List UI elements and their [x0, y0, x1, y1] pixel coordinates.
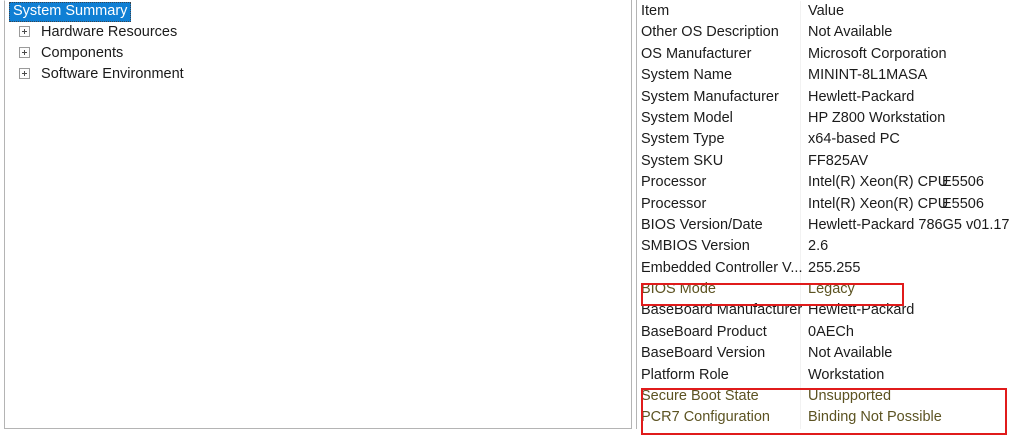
table-row[interactable]: BIOS Mode Legacy — [637, 279, 1010, 301]
column-separator — [800, 300, 801, 322]
row-value-label: Legacy — [808, 281, 855, 298]
table-row[interactable]: System Name MININT-8L1MASA — [637, 65, 1010, 87]
row-value-label: Hewlett-Packard — [808, 88, 915, 105]
column-separator — [800, 364, 801, 387]
splitter-line-left — [631, 0, 632, 429]
column-separator — [800, 107, 801, 130]
table-row[interactable]: BaseBoard Product 0AECh — [637, 321, 1010, 344]
row-value-label: Hewlett-Packard — [808, 302, 915, 319]
row-value-label: 0AECh — [808, 323, 854, 340]
column-separator — [800, 321, 801, 344]
tree-item-hardware-resources-label: Hardware Resources — [41, 24, 178, 40]
table-row[interactable]: Other OS Description Not Available — [637, 22, 1010, 44]
row-value-label: Microsoft Corporation — [808, 45, 947, 62]
tree-item-components-label: Components — [41, 45, 124, 61]
column-separator — [800, 129, 801, 151]
row-item-label: Platform Role — [641, 366, 729, 383]
list-header-row: Item Value — [637, 1, 1010, 23]
column-header-item[interactable]: Item — [641, 3, 670, 19]
row-item-label: BaseBoard Product — [641, 323, 767, 340]
panel-splitter[interactable] — [631, 0, 638, 429]
row-value-label: Intel(R) Xeon(R) CPU — [808, 174, 949, 191]
table-row[interactable]: SMBIOS Version 2.6 — [637, 236, 1010, 258]
row-item-label: OS Manufacturer — [641, 45, 752, 62]
row-item-label: System SKU — [641, 152, 724, 169]
column-separator — [800, 407, 801, 429]
row-value-label: Unsupported — [808, 388, 892, 405]
table-row[interactable]: BaseBoard Version Not Available — [637, 343, 1010, 365]
row-value-extra-label: E5506 — [942, 195, 984, 212]
row-value-label: HP Z800 Workstation — [808, 109, 946, 126]
row-item-label: Processor — [641, 174, 707, 191]
row-item-label: System Model — [641, 109, 733, 126]
row-item-label: Processor — [641, 195, 707, 212]
table-row[interactable]: OS Manufacturer Microsoft Corporation — [637, 43, 1010, 66]
column-separator — [800, 43, 801, 66]
tree-item-software-environment-label: Software Environment — [41, 66, 184, 82]
row-item-label: BaseBoard Version — [641, 345, 766, 362]
table-row[interactable]: PCR7 Configuration Binding Not Possible — [637, 407, 1010, 429]
column-separator — [800, 65, 801, 87]
column-separator — [800, 22, 801, 44]
table-row[interactable]: BIOS Version/Date Hewlett-Packard 786G5 v… — [637, 214, 1010, 237]
tree-item-system-summary-label: System Summary — [9, 2, 132, 22]
row-value-label: Not Available — [808, 24, 893, 41]
column-separator — [800, 172, 801, 194]
row-item-label: Other OS Description — [641, 24, 779, 41]
table-row[interactable]: Secure Boot State Unsupported — [637, 386, 1010, 408]
plus-box-icon[interactable] — [19, 47, 30, 58]
row-item-label: Secure Boot State — [641, 388, 759, 405]
tree-item-hardware-resources[interactable]: Hardware Resources — [5, 22, 631, 43]
table-row[interactable]: System Model HP Z800 Workstation — [637, 107, 1010, 130]
row-value-label: Hewlett-Packard 786G5 v01.17, 8/ — [808, 216, 1010, 233]
row-item-label: System Name — [641, 67, 733, 84]
navigation-tree-panel[interactable]: System Summary Hardware Resources Compon… — [4, 0, 631, 429]
row-item-label: System Type — [641, 131, 725, 148]
tree-item-components[interactable]: Components — [5, 43, 631, 64]
tree-item-system-summary[interactable]: System Summary — [5, 1, 631, 22]
column-separator — [800, 279, 801, 301]
row-item-label: PCR7 Configuration — [641, 409, 770, 426]
row-value-extra-label: E5506 — [942, 174, 984, 191]
table-row[interactable]: Platform Role Workstation — [637, 364, 1010, 387]
column-separator — [800, 193, 801, 215]
column-header-value[interactable]: Value — [808, 3, 845, 19]
table-row[interactable]: System Type x64-based PC — [637, 129, 1010, 151]
row-item-label: SMBIOS Version — [641, 238, 750, 255]
table-row[interactable]: BaseBoard Manufacturer Hewlett-Packard — [637, 300, 1010, 322]
row-value-label: 2.6 — [808, 238, 829, 255]
row-value-label: FF825AV — [808, 152, 869, 169]
plus-box-icon[interactable] — [19, 68, 30, 79]
column-separator — [800, 86, 801, 108]
row-value-label: x64-based PC — [808, 131, 900, 148]
tree-item-software-environment[interactable]: Software Environment — [5, 64, 631, 85]
column-separator — [800, 150, 801, 173]
column-separator — [800, 236, 801, 258]
row-value-label: 255.255 — [808, 259, 861, 276]
table-row[interactable]: System Manufacturer Hewlett-Packard — [637, 86, 1010, 108]
plus-box-icon[interactable] — [19, 26, 30, 37]
row-value-label: Not Available — [808, 345, 893, 362]
column-separator — [800, 386, 801, 408]
column-separator — [800, 1, 801, 23]
table-row[interactable]: Embedded Controller V... 255.255 — [637, 257, 1010, 280]
row-value-label: Intel(R) Xeon(R) CPU — [808, 195, 949, 212]
row-value-label: Workstation — [808, 366, 885, 383]
row-item-label: Embedded Controller V... — [641, 259, 803, 276]
row-item-label: BaseBoard Manufacturer — [641, 302, 803, 319]
table-row[interactable]: System SKU FF825AV — [637, 150, 1010, 173]
column-separator — [800, 257, 801, 280]
row-value-label: MININT-8L1MASA — [808, 67, 928, 84]
row-item-label: BIOS Version/Date — [641, 216, 763, 233]
row-item-label: BIOS Mode — [641, 281, 716, 298]
column-separator — [800, 214, 801, 237]
row-item-label: System Manufacturer — [641, 88, 779, 105]
splitter-line-right — [636, 0, 637, 429]
row-value-label: Binding Not Possible — [808, 409, 942, 426]
column-separator — [800, 343, 801, 365]
